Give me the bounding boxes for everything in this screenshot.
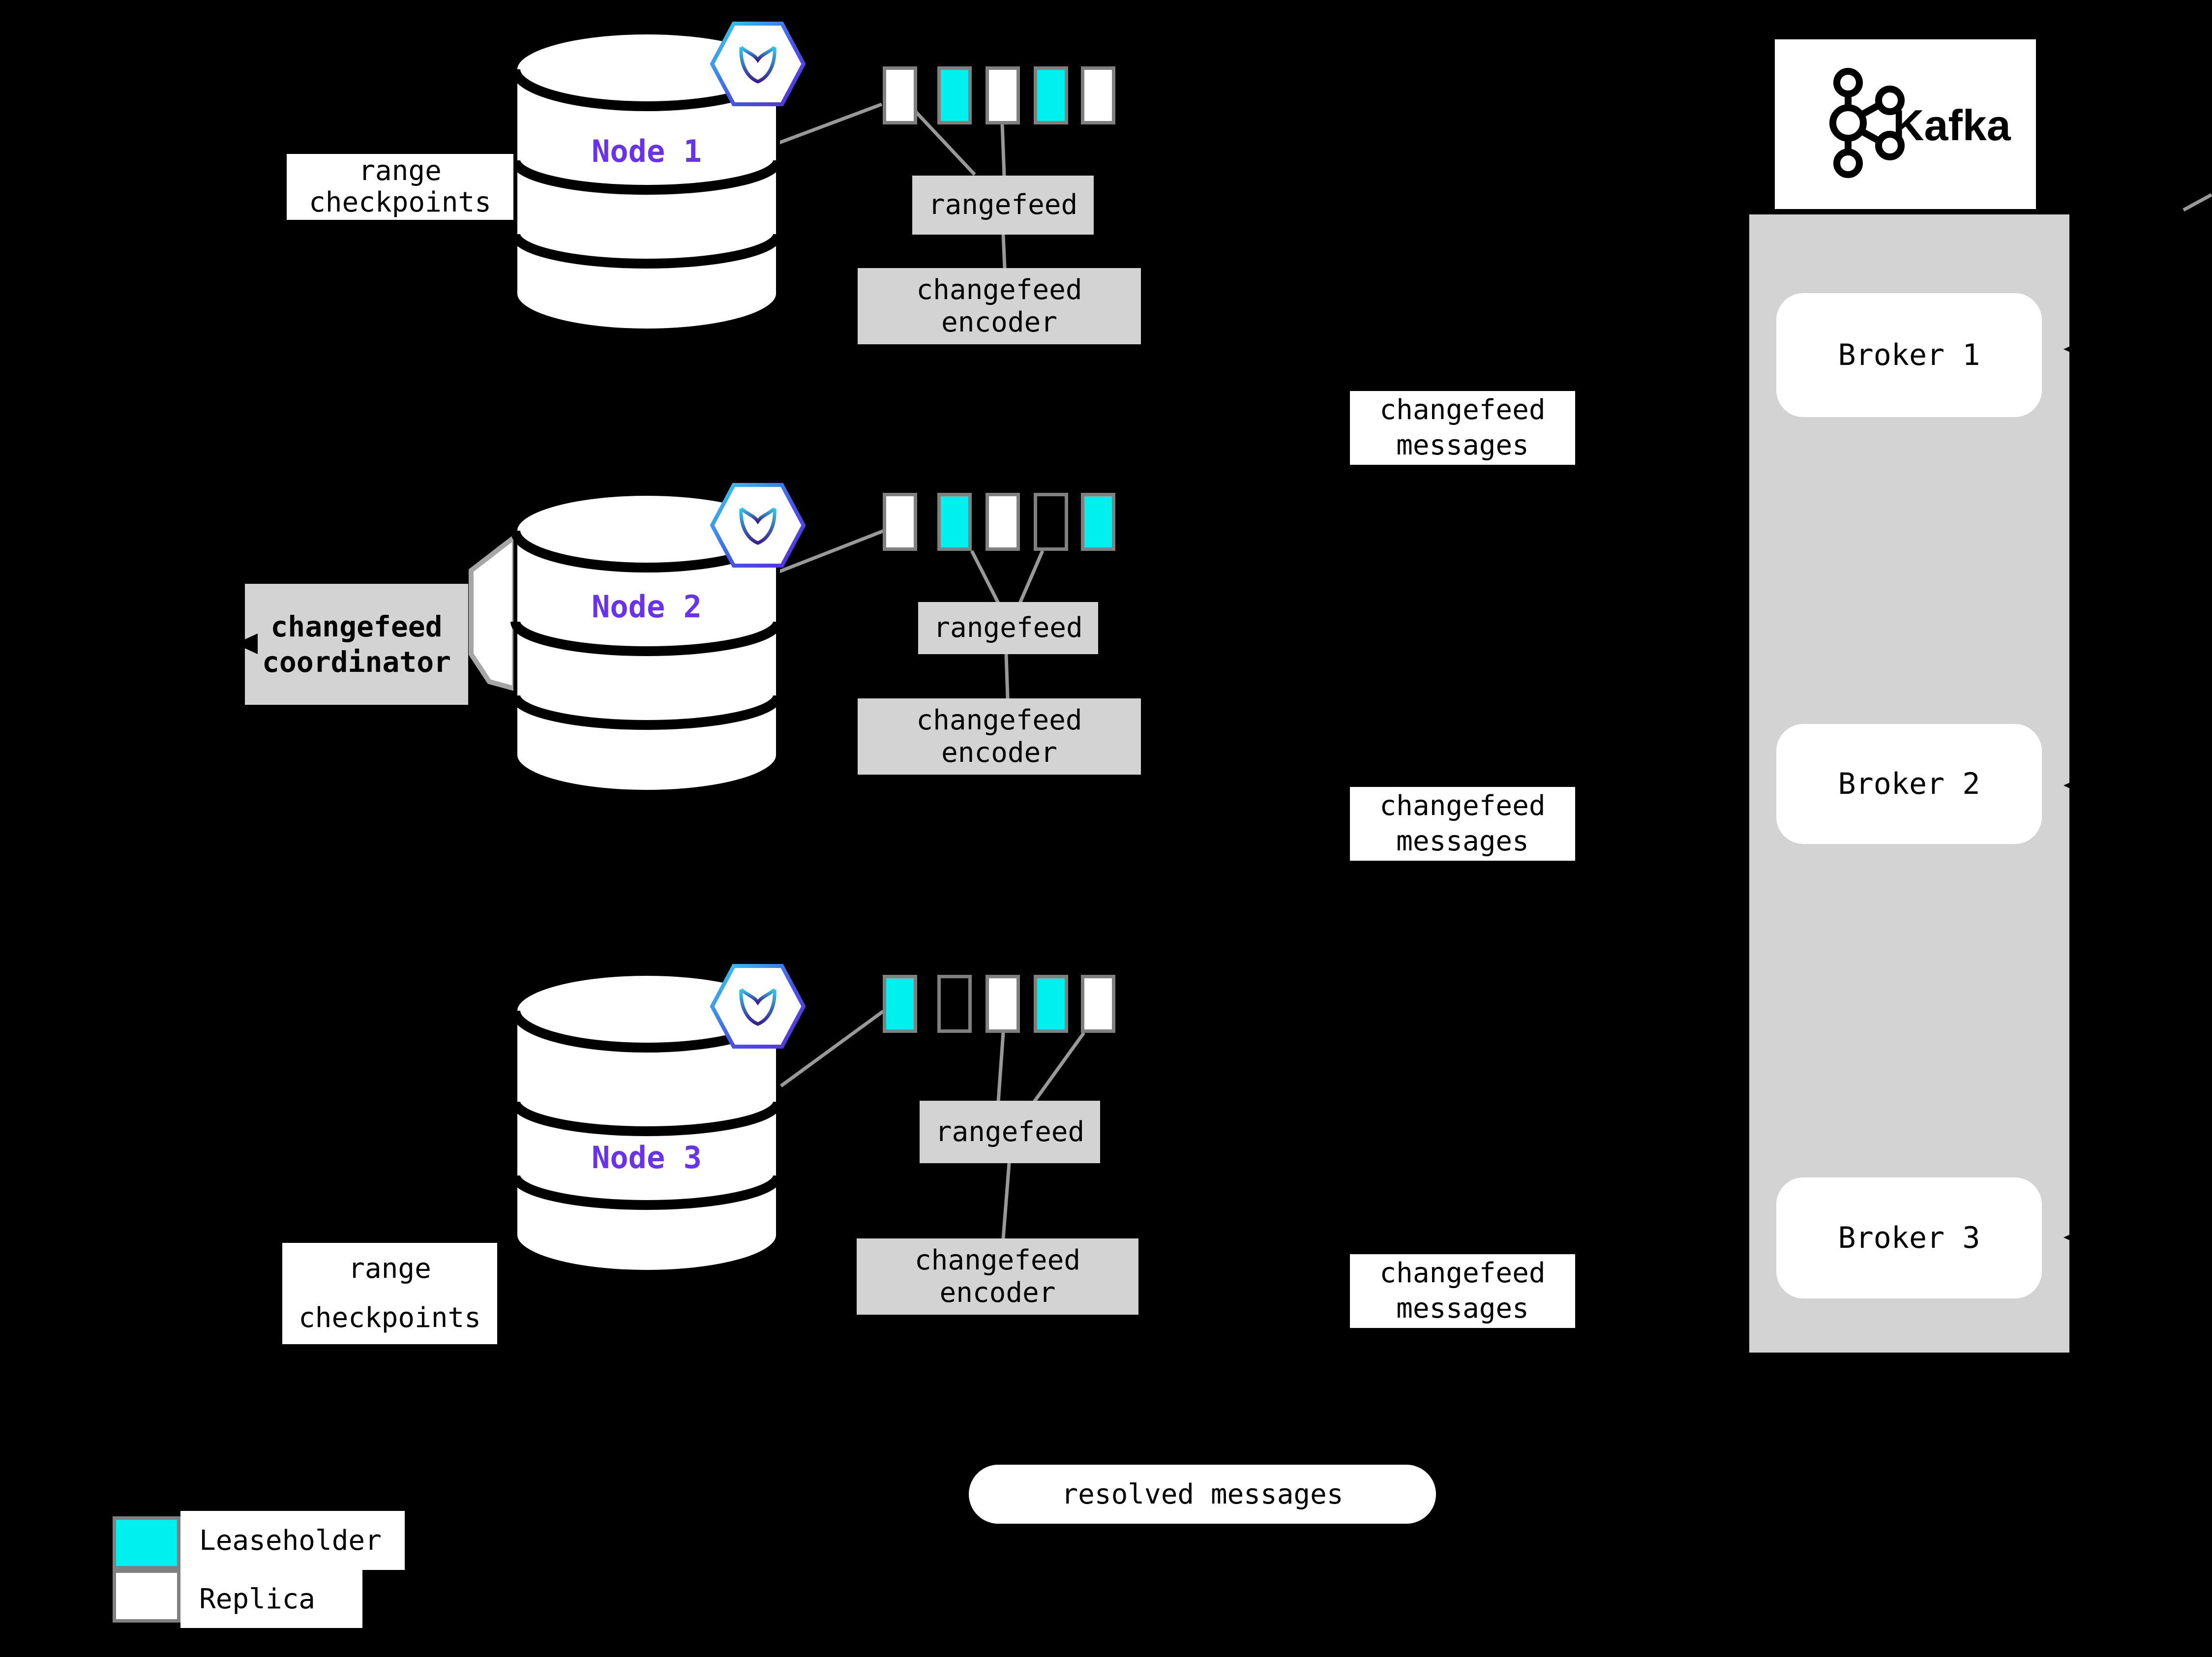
range-square [986,66,1020,124]
label-line: changefeed [916,704,1082,736]
rangefeed-box-2: rangefeed [918,602,1098,654]
label-line: range [359,155,442,187]
cockroachdb-icon [710,22,806,106]
legend-swatch-replica [113,1569,180,1623]
label-line: encoder [939,1276,1056,1309]
label-line: changefeed [914,1244,1081,1276]
arrow-tail-fragment [2182,193,2212,212]
label-line: range [348,1253,431,1285]
label-line: changefeed [916,273,1082,306]
label-line: checkpoints [309,186,491,218]
kafka-title: Kafka [1893,101,2011,150]
range-square [883,975,917,1033]
range-square [937,66,972,124]
range-square [986,975,1020,1033]
node3-cylinder [510,972,783,1274]
legend-label-leaseholder: Leaseholder [180,1511,405,1570]
node1-cylinder [510,30,783,332]
node2-cylinder [510,492,783,794]
range-checkpoints-label-1: range checkpoints [287,154,513,220]
range-square [1034,975,1068,1033]
kafka-broker-3: Broker 3 [1776,1177,2042,1298]
label-line: messages [1396,825,1529,857]
cockroachdb-icon [710,483,806,568]
range-square [883,493,917,551]
changefeed-messages-label-2: changefeed messages [1350,787,1575,861]
changefeed-messages-label-1: changefeed messages [1350,391,1575,465]
node3-label: Node 3 [592,1140,702,1175]
resolved-messages-pill: resolved messages [969,1465,1436,1524]
range-square [1034,66,1068,124]
label-line: coordinator [262,645,451,679]
range-square [937,975,972,1033]
changefeed-messages-label-3: changefeed messages [1350,1254,1575,1328]
label-line: changefeed [1379,394,1546,426]
range-square [1034,493,1068,551]
range-square [1081,66,1115,124]
range-checkpoints-label-2: range checkpoints [282,1243,497,1344]
node2-label: Node 2 [592,589,702,625]
cockroachdb-icon [710,964,806,1049]
range-square [883,66,917,124]
changefeed-encoder-box-3: changefeed encoder [857,1238,1138,1315]
kafka-logo-box: Kafka [1775,39,2036,209]
kafka-broker-1: Broker 1 [1776,293,2042,417]
label-line: checkpoints [299,1302,481,1334]
label-line: messages [1396,1293,1529,1325]
range-square [1081,493,1115,551]
kafka-broker-2: Broker 2 [1776,724,2042,844]
label-line: messages [1396,429,1529,461]
rangefeed-box-1: rangefeed [912,176,1094,235]
label-line: changefeed [1379,790,1546,822]
label-line: changefeed [1379,1257,1546,1289]
changefeed-coordinator-box: changefeed coordinator [245,584,468,705]
range-square [986,493,1020,551]
rangefeed-box-3: rangefeed [920,1101,1100,1163]
label-line: changefeed [270,610,443,643]
legend-label-replica: Replica [180,1570,362,1628]
label-line: encoder [941,736,1057,769]
range-square [1081,975,1115,1033]
range-square [937,493,972,551]
changefeed-encoder-box-2: changefeed encoder [858,698,1141,775]
node1-label: Node 1 [592,133,702,169]
changefeed-encoder-box-1: changefeed encoder [858,268,1141,344]
coordinator-callout-flag [469,532,517,692]
legend-swatch-leaseholder [113,1516,180,1569]
label-line: encoder [941,306,1057,338]
